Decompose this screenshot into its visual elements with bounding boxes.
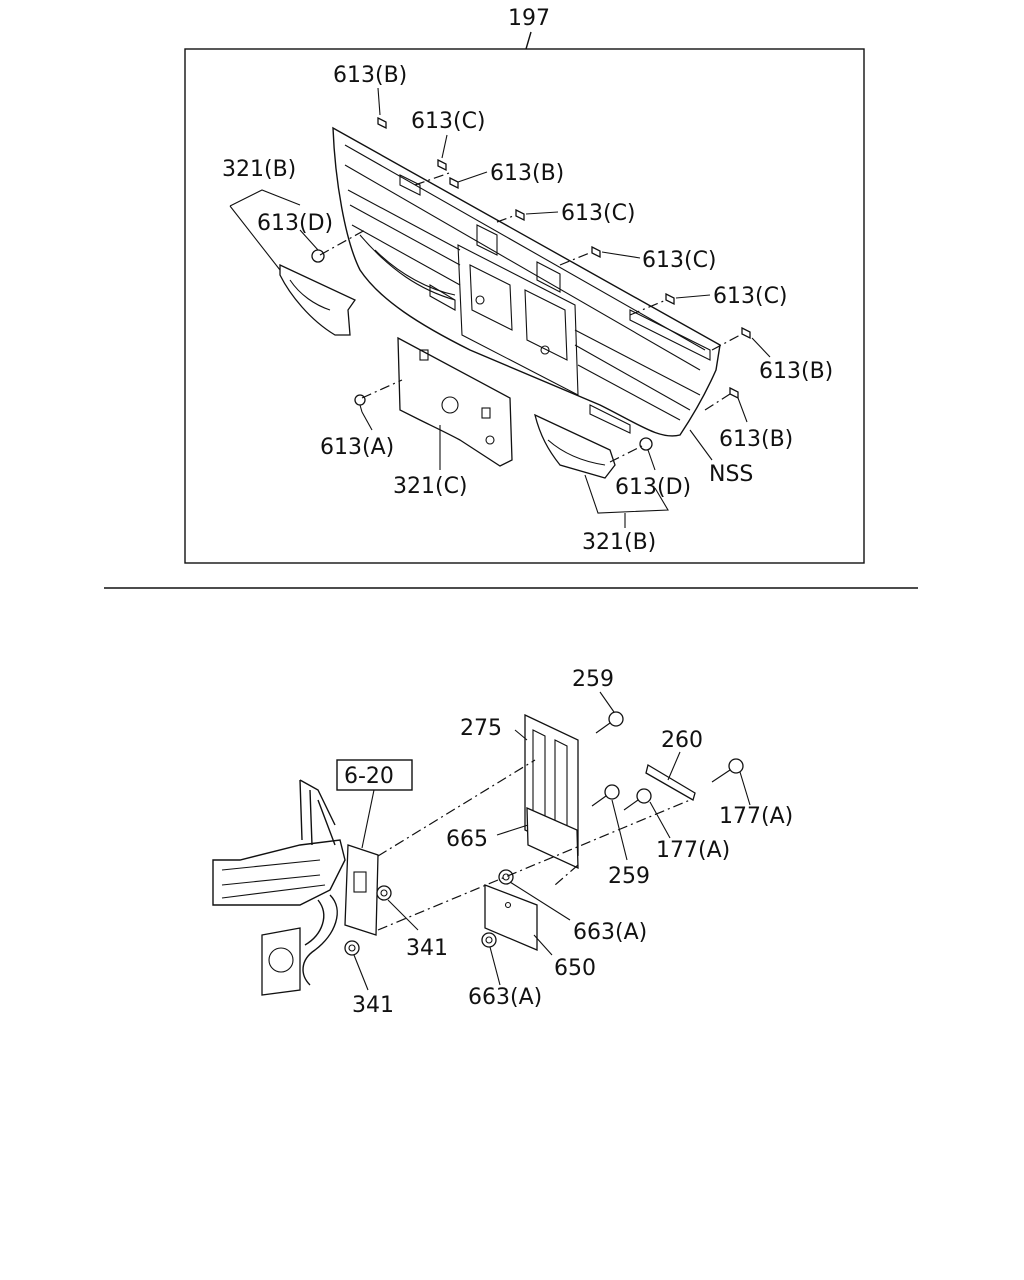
- label-663a-2: 663(A): [468, 985, 542, 1010]
- fastener-613b-top: [377, 116, 387, 130]
- label-613c-1: 613(C): [411, 109, 486, 134]
- label-177a-2: 177(A): [656, 838, 730, 863]
- fastener-613d-right: [639, 437, 653, 451]
- nut-663a-2: [481, 932, 497, 948]
- top-projection-lines: [319, 171, 743, 463]
- label-665: 665: [446, 827, 488, 852]
- plate-bracket-section: 6-20 259 275 260 177(A) 665: [212, 667, 793, 1018]
- label-259-mid: 259: [608, 864, 650, 889]
- label-613d-right: 613(D): [615, 475, 691, 500]
- label-613a: 613(A): [320, 435, 394, 460]
- label-613c-3: 613(C): [642, 248, 717, 273]
- grille-assembly-section: 197: [184, 6, 865, 564]
- label-613b-4: 613(B): [719, 427, 793, 452]
- label-nss: NSS: [709, 462, 753, 487]
- assembly-frame: [184, 48, 865, 564]
- left-end-cover: [279, 263, 356, 336]
- fastener-613d-left: [311, 249, 325, 263]
- bottom-projection-lines: [377, 759, 691, 931]
- label-341-2: 341: [352, 993, 394, 1018]
- bolt-177a-2: [623, 788, 652, 811]
- mounting-bracket: [344, 844, 379, 936]
- bolt-177a-1: [711, 758, 744, 783]
- label-613c-2: 613(C): [561, 201, 636, 226]
- front-grille: [332, 126, 721, 437]
- top-leader-lines: [229, 87, 771, 528]
- center-plate: [397, 336, 513, 467]
- label-613b-2: 613(B): [490, 161, 564, 186]
- fastener-613b-3: [741, 326, 751, 340]
- bolt-259-top: [595, 711, 624, 734]
- label-275: 275: [460, 716, 502, 741]
- label-321b-left: 321(B): [222, 157, 296, 182]
- label-260: 260: [661, 728, 703, 753]
- label-177a-1: 177(A): [719, 804, 793, 829]
- label-663a-1: 663(A): [573, 920, 647, 945]
- label-613b-1: 613(B): [333, 63, 407, 88]
- bracket-plate-665: [526, 806, 579, 870]
- assembly-ref-label: 197: [508, 6, 550, 31]
- label-341-1: 341: [406, 936, 448, 961]
- label-259-top: 259: [572, 667, 614, 692]
- right-end-cover: [534, 413, 616, 479]
- nut-341-1: [376, 885, 392, 901]
- ref-label-6-20: 6-20: [344, 764, 394, 789]
- ref-box-6-20: [336, 759, 413, 791]
- assembly-ref-leader: [525, 31, 532, 50]
- fastener-613c-1: [437, 158, 447, 172]
- nut-663a-1: [498, 869, 514, 885]
- fastener-613b-4: [729, 386, 739, 400]
- nut-341-2: [344, 940, 360, 956]
- label-613b-3: 613(B): [759, 359, 833, 384]
- plate-650: [484, 884, 538, 951]
- bolt-259-mid: [591, 784, 620, 807]
- label-321b-right: 321(B): [582, 530, 656, 555]
- strip-260: [645, 763, 696, 801]
- frame-structure: [212, 779, 346, 996]
- label-650: 650: [554, 956, 596, 981]
- label-613d-left: 613(D): [257, 211, 333, 236]
- bottom-leader-lines: [353, 691, 751, 991]
- fastener-613c-3: [591, 245, 601, 259]
- fastener-613c-2: [515, 208, 525, 222]
- fastener-613b-2: [449, 176, 459, 190]
- label-321c: 321(C): [393, 474, 468, 499]
- label-613c-4: 613(C): [713, 284, 788, 309]
- fastener-613c-4: [665, 292, 675, 306]
